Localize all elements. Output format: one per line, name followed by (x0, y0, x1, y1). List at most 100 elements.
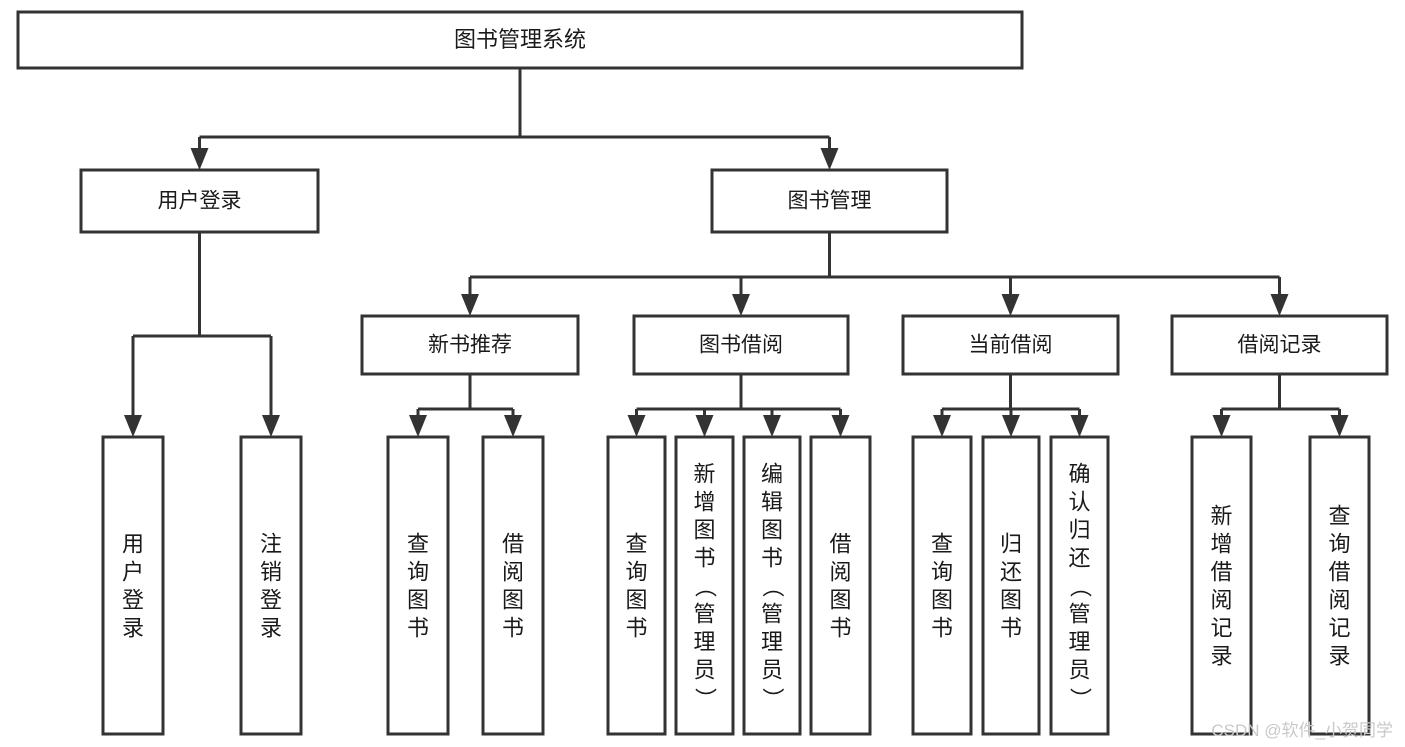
leaf-label-char: 增 (693, 490, 715, 515)
leaf-label-char: 阅 (1328, 588, 1350, 613)
leaf-label-char: 管 (693, 602, 715, 627)
leaf-label-char: 管 (761, 602, 783, 627)
node-user-login[interactable]: 用户登录 (79, 168, 320, 234)
leaf-label-char: 书 (829, 616, 851, 641)
node-label: 借阅记录 (1238, 334, 1322, 357)
leaf-label-char: 借 (829, 532, 851, 557)
leaf-label-char: 管 (1068, 602, 1090, 627)
leaf-label-char: 书 (693, 546, 715, 571)
leaf-label-char: 书 (761, 546, 783, 571)
leaf-label-char: 归 (1000, 532, 1022, 557)
node-box (16, 10, 1024, 70)
leaf-label-char: 图 (407, 588, 429, 613)
leaf-label-char: 书 (407, 616, 429, 641)
leaf-label-char: 查 (931, 532, 953, 557)
node-new-book-recommend[interactable]: 新书推荐 (360, 314, 580, 376)
leaf-box (606, 435, 667, 736)
leaf-box (742, 435, 802, 736)
leaf-label-char: 录 (1328, 644, 1350, 669)
leaf-label-char: 注 (260, 532, 282, 557)
arrow-head (831, 415, 850, 437)
arrow-head (262, 415, 280, 437)
leaf-label-char: 认 (1068, 490, 1090, 515)
arrow-head (695, 415, 714, 437)
leaf-label-char: 新 (1210, 504, 1232, 529)
leaf-label-char: 录 (122, 616, 144, 641)
leaf-label-char: 归 (1068, 518, 1090, 543)
node-book-borrow[interactable]: 图书借阅 (632, 314, 850, 376)
leaf-label-char: 记 (1210, 616, 1232, 641)
leaf-label-char: 确 (1068, 462, 1090, 487)
leaf-label-char: 图 (625, 588, 647, 613)
node-box (360, 314, 580, 376)
leaf-label-char: 图 (502, 588, 524, 613)
leaf-label-char: 询 (407, 560, 429, 585)
leaf-box (1308, 435, 1371, 736)
leaf-label-char: 书 (502, 616, 524, 641)
node-borrow-record[interactable]: 借阅记录 (1170, 314, 1389, 376)
node-label: 图书管理 (788, 190, 872, 213)
node-book-manage[interactable]: 图书管理 (710, 168, 949, 234)
arrow-head (1070, 415, 1089, 437)
node-root[interactable]: 图书管理系统 (16, 10, 1024, 70)
leaf-label-char: 录 (1210, 644, 1232, 669)
nodes-layer: 图书管理系统用户登录图书管理新书推荐图书借阅当前借阅借阅记录用户登录注销登录查询… (16, 10, 1389, 736)
leaf-leaf-user-login[interactable]: 用户登录 (101, 435, 165, 736)
leaf-label-char: 阅 (829, 560, 851, 585)
leaf-label-char: 户 (122, 560, 144, 585)
leaf-label-char: 借 (502, 532, 524, 557)
arrow-head (1212, 415, 1231, 437)
leaf-label-char: 还 (1068, 546, 1090, 571)
arrow-head (1270, 294, 1289, 316)
leaf-label-char: 询 (1328, 532, 1350, 557)
leaf-box (239, 435, 303, 736)
node-box (79, 168, 320, 234)
leaf-box (981, 435, 1041, 736)
leaf-label-char: （ (760, 575, 785, 597)
leaf-label-char: 员 (1068, 658, 1090, 683)
leaf-label-char: 图 (761, 518, 783, 543)
leaf-label-char: 员 (693, 658, 715, 683)
node-box (710, 168, 949, 234)
leaf-box (809, 435, 872, 736)
node-label: 当前借阅 (969, 334, 1053, 357)
arrow-head (933, 415, 951, 437)
leaf-label-char: 录 (260, 616, 282, 641)
leaf-box (911, 435, 973, 736)
leaf-label-char: 用 (122, 532, 144, 557)
arrow-head (1001, 294, 1020, 316)
leaf-label-char: 登 (260, 588, 282, 613)
arrow-head (763, 415, 781, 437)
arrow-head (504, 415, 522, 437)
arrow-head (1002, 415, 1020, 437)
arrow-head (732, 294, 750, 316)
leaf-label-char: 询 (931, 560, 953, 585)
leaf-label-char: 还 (1000, 560, 1022, 585)
leaf-label-char: 书 (1000, 616, 1022, 641)
node-current-borrow[interactable]: 当前借阅 (901, 314, 1120, 376)
leaf-label-char: 询 (625, 560, 647, 585)
leaf-label-char: 阅 (1210, 588, 1232, 613)
leaf-label-char: ） (760, 687, 785, 709)
leaf-label-char: 借 (1328, 560, 1350, 585)
node-box (1170, 314, 1389, 376)
leaf-label-char: 理 (1068, 630, 1090, 655)
leaf-label-char: 增 (1210, 532, 1232, 557)
arrow-head (461, 294, 479, 316)
leaf-label-char: 记 (1328, 616, 1350, 641)
arrow-head (627, 415, 646, 437)
